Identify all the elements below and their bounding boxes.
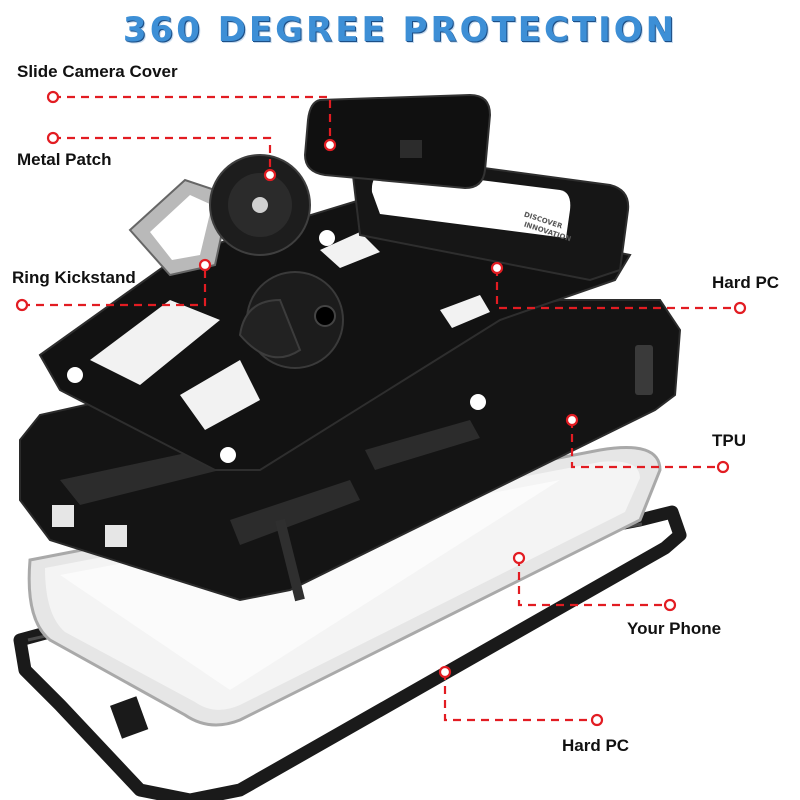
label-your-phone: Your Phone [627,619,722,638]
page-title: 360 DEGREE PROTECTION [122,10,678,50]
label-hard-pc-bottom: Hard PC [562,736,630,755]
callout-leaders [15,90,747,727]
label-metal-patch: Metal Patch [17,150,112,169]
ring-kickstand [128,154,311,277]
callout-dot-your-phone [663,598,677,612]
label-hard-pc-top: Hard PC [712,273,780,292]
tpu-layer [19,299,682,602]
slide-camera-cover-illustration [303,93,492,190]
callout-dot-ring-kickstand [15,298,29,312]
callout-dot-hard-pc-bottom [590,713,604,727]
label-tpu: TPU [712,431,746,450]
phone-illustration [27,446,662,727]
label-slide-camera-cover: Slide Camera Cover [17,62,178,81]
label-ring-kickstand: Ring Kickstand [12,268,136,287]
camera-module: DISCOVER INNOVATION [303,93,630,282]
callout-dot-slide-camera-cover [46,90,60,104]
callout-dot-metal-patch [46,131,60,145]
callout-dot-tpu [716,460,730,474]
callout-dot-hard-pc-top [733,301,747,315]
